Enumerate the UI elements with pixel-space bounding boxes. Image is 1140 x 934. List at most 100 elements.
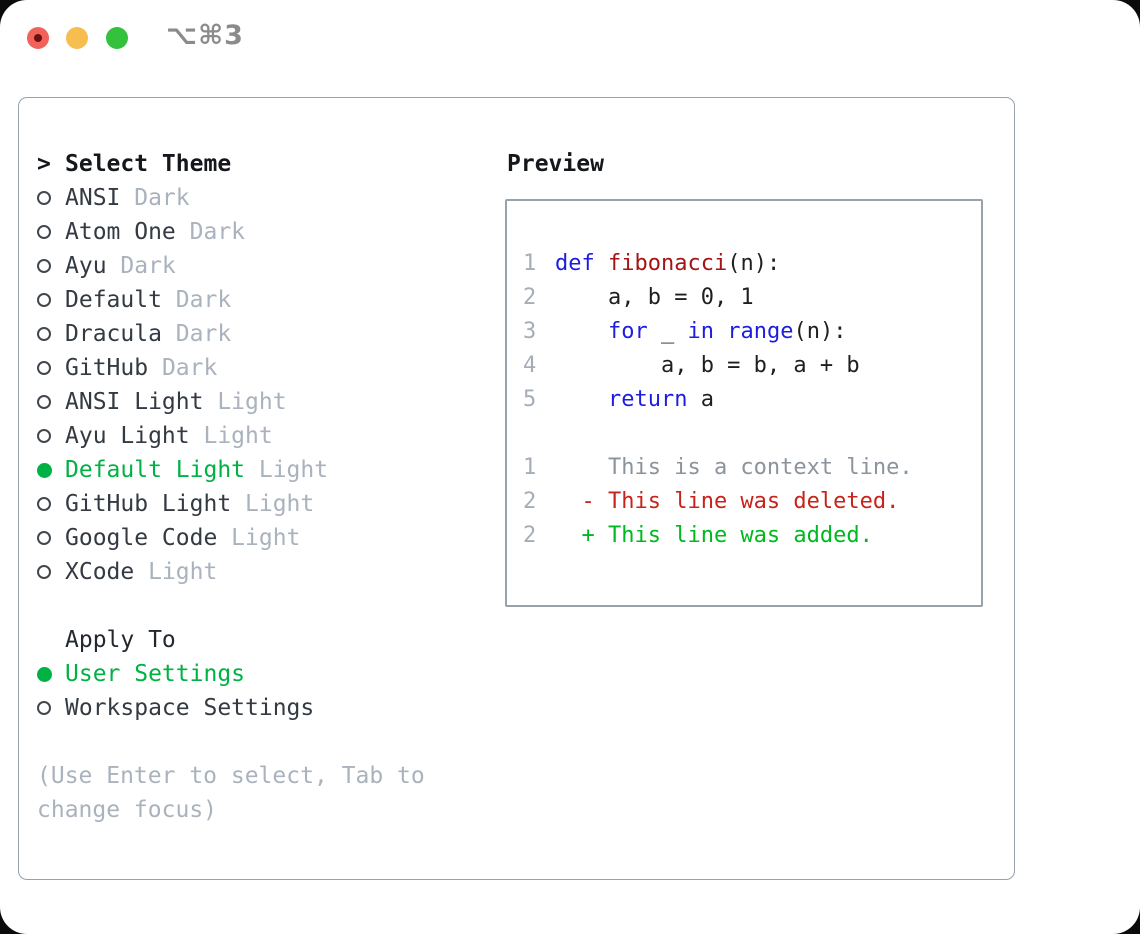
- code-token: _: [647, 319, 688, 344]
- preview-line: 2 + This line was added.: [523, 519, 965, 553]
- theme-name: Ayu: [65, 253, 107, 279]
- diff-text: This is a context line.: [555, 455, 913, 480]
- theme-option[interactable]: Ayu Dark: [37, 249, 505, 283]
- line-number: 3: [523, 319, 537, 344]
- theme-variant-tag: Dark: [161, 355, 218, 381]
- apply-to-header: Apply To: [37, 623, 505, 657]
- theme-name: ANSI Light: [65, 389, 204, 415]
- code-token: [714, 315, 727, 349]
- preview-title: Preview: [507, 151, 604, 177]
- code-token: [555, 383, 608, 417]
- line-number: 1: [523, 455, 537, 480]
- line-number: 1: [523, 251, 537, 276]
- theme-name: GitHub: [65, 355, 149, 381]
- theme-variant-tag: Dark: [175, 287, 232, 313]
- theme-variant-tag: Light: [148, 559, 218, 585]
- minimize-button[interactable]: [66, 27, 88, 49]
- line-number: 2: [523, 523, 537, 548]
- theme-option[interactable]: Default Light Light: [37, 453, 505, 487]
- select-theme-header: > Select Theme: [37, 147, 505, 181]
- theme-variant-tag: Light: [231, 525, 301, 551]
- window-shortcut-label: ⌥⌘3: [166, 20, 244, 51]
- theme-variant-tag: Dark: [175, 321, 232, 347]
- apply-to-option[interactable]: User Settings: [37, 657, 505, 691]
- help-text: (Use Enter to select, Tab to change focu…: [37, 763, 425, 823]
- radio-unselected-icon: [37, 701, 51, 715]
- diff-text: + This line was added.: [555, 523, 873, 548]
- code-token: (n):: [793, 319, 847, 344]
- line-number: 5: [523, 387, 537, 412]
- theme-name: Ayu Light: [65, 423, 190, 449]
- code-token: fibonacci: [608, 251, 728, 276]
- line-number: 2: [523, 489, 537, 514]
- code-token: a, b = 0, 1: [555, 285, 754, 310]
- section-title: Select Theme: [65, 151, 232, 177]
- radio-unselected-icon: [37, 395, 51, 409]
- theme-variant-tag: Light: [203, 423, 273, 449]
- code-token: a: [687, 387, 714, 412]
- record-dot-icon: [34, 34, 42, 42]
- radio-unselected-icon: [37, 531, 51, 545]
- code-token: def: [555, 251, 595, 276]
- blank-line: [523, 417, 965, 451]
- radio-unselected-icon: [37, 327, 51, 341]
- theme-option[interactable]: GitHub Light Light: [37, 487, 505, 521]
- radio-selected-icon: [37, 666, 52, 682]
- preview-line: 2 a, b = 0, 1: [523, 281, 965, 315]
- theme-name: ANSI: [65, 185, 121, 211]
- theme-option[interactable]: Atom One Dark: [37, 215, 505, 249]
- theme-name: Google Code: [65, 525, 218, 551]
- theme-variant-tag: Dark: [189, 219, 246, 245]
- theme-name: XCode: [65, 559, 135, 585]
- theme-variant-tag: Light: [245, 491, 315, 517]
- code-token: in: [687, 319, 714, 344]
- apply-to-label: User Settings: [65, 661, 246, 687]
- preview-line: 4 a, b = b, a + b: [523, 349, 965, 383]
- preview-line: 1 def fibonacci(n):: [523, 247, 965, 281]
- theme-option[interactable]: XCode Light: [37, 555, 505, 589]
- radio-unselected-icon: [37, 191, 51, 205]
- line-number: 2: [523, 285, 537, 310]
- theme-option[interactable]: GitHub Dark: [37, 351, 505, 385]
- maximize-button[interactable]: [106, 27, 128, 49]
- section-title: Apply To: [65, 627, 176, 653]
- theme-name: GitHub Light: [65, 491, 232, 517]
- theme-variant-tag: Light: [258, 457, 329, 483]
- theme-option[interactable]: ANSI Light Light: [37, 385, 505, 419]
- close-button[interactable]: [27, 27, 49, 49]
- preview-line: 2 - This line was deleted.: [523, 485, 965, 519]
- apply-to-option[interactable]: Workspace Settings: [37, 691, 505, 725]
- code-token: [595, 247, 608, 281]
- radio-unselected-icon: [37, 361, 51, 375]
- radio-selected-icon: [37, 462, 52, 478]
- theme-name: Atom One: [65, 219, 176, 245]
- preview-line: 3 for _ in range(n):: [523, 315, 965, 349]
- radio-unselected-icon: [37, 225, 51, 239]
- radio-unselected-icon: [37, 497, 51, 511]
- theme-name: Default: [65, 287, 162, 313]
- theme-option[interactable]: Default Dark: [37, 283, 505, 317]
- code-token: (n):: [727, 251, 781, 276]
- apply-to-label: Workspace Settings: [65, 695, 315, 721]
- preview-line: 5 return a: [523, 383, 965, 417]
- radio-unselected-icon: [37, 429, 51, 443]
- code-token: a, b = b, a + b: [555, 353, 860, 378]
- title-bar: ⌥⌘3: [0, 0, 1140, 97]
- theme-option[interactable]: Ayu Light Light: [37, 419, 505, 453]
- theme-variant-tag: Dark: [134, 185, 190, 211]
- theme-option[interactable]: ANSI Dark: [37, 181, 505, 215]
- code-token: range: [727, 319, 794, 344]
- code-token: return: [607, 387, 688, 412]
- theme-option[interactable]: Google Code Light: [37, 521, 505, 555]
- theme-variant-tag: Light: [217, 389, 287, 415]
- theme-variant-tag: Dark: [120, 253, 176, 279]
- theme-name: Default Light: [65, 457, 246, 483]
